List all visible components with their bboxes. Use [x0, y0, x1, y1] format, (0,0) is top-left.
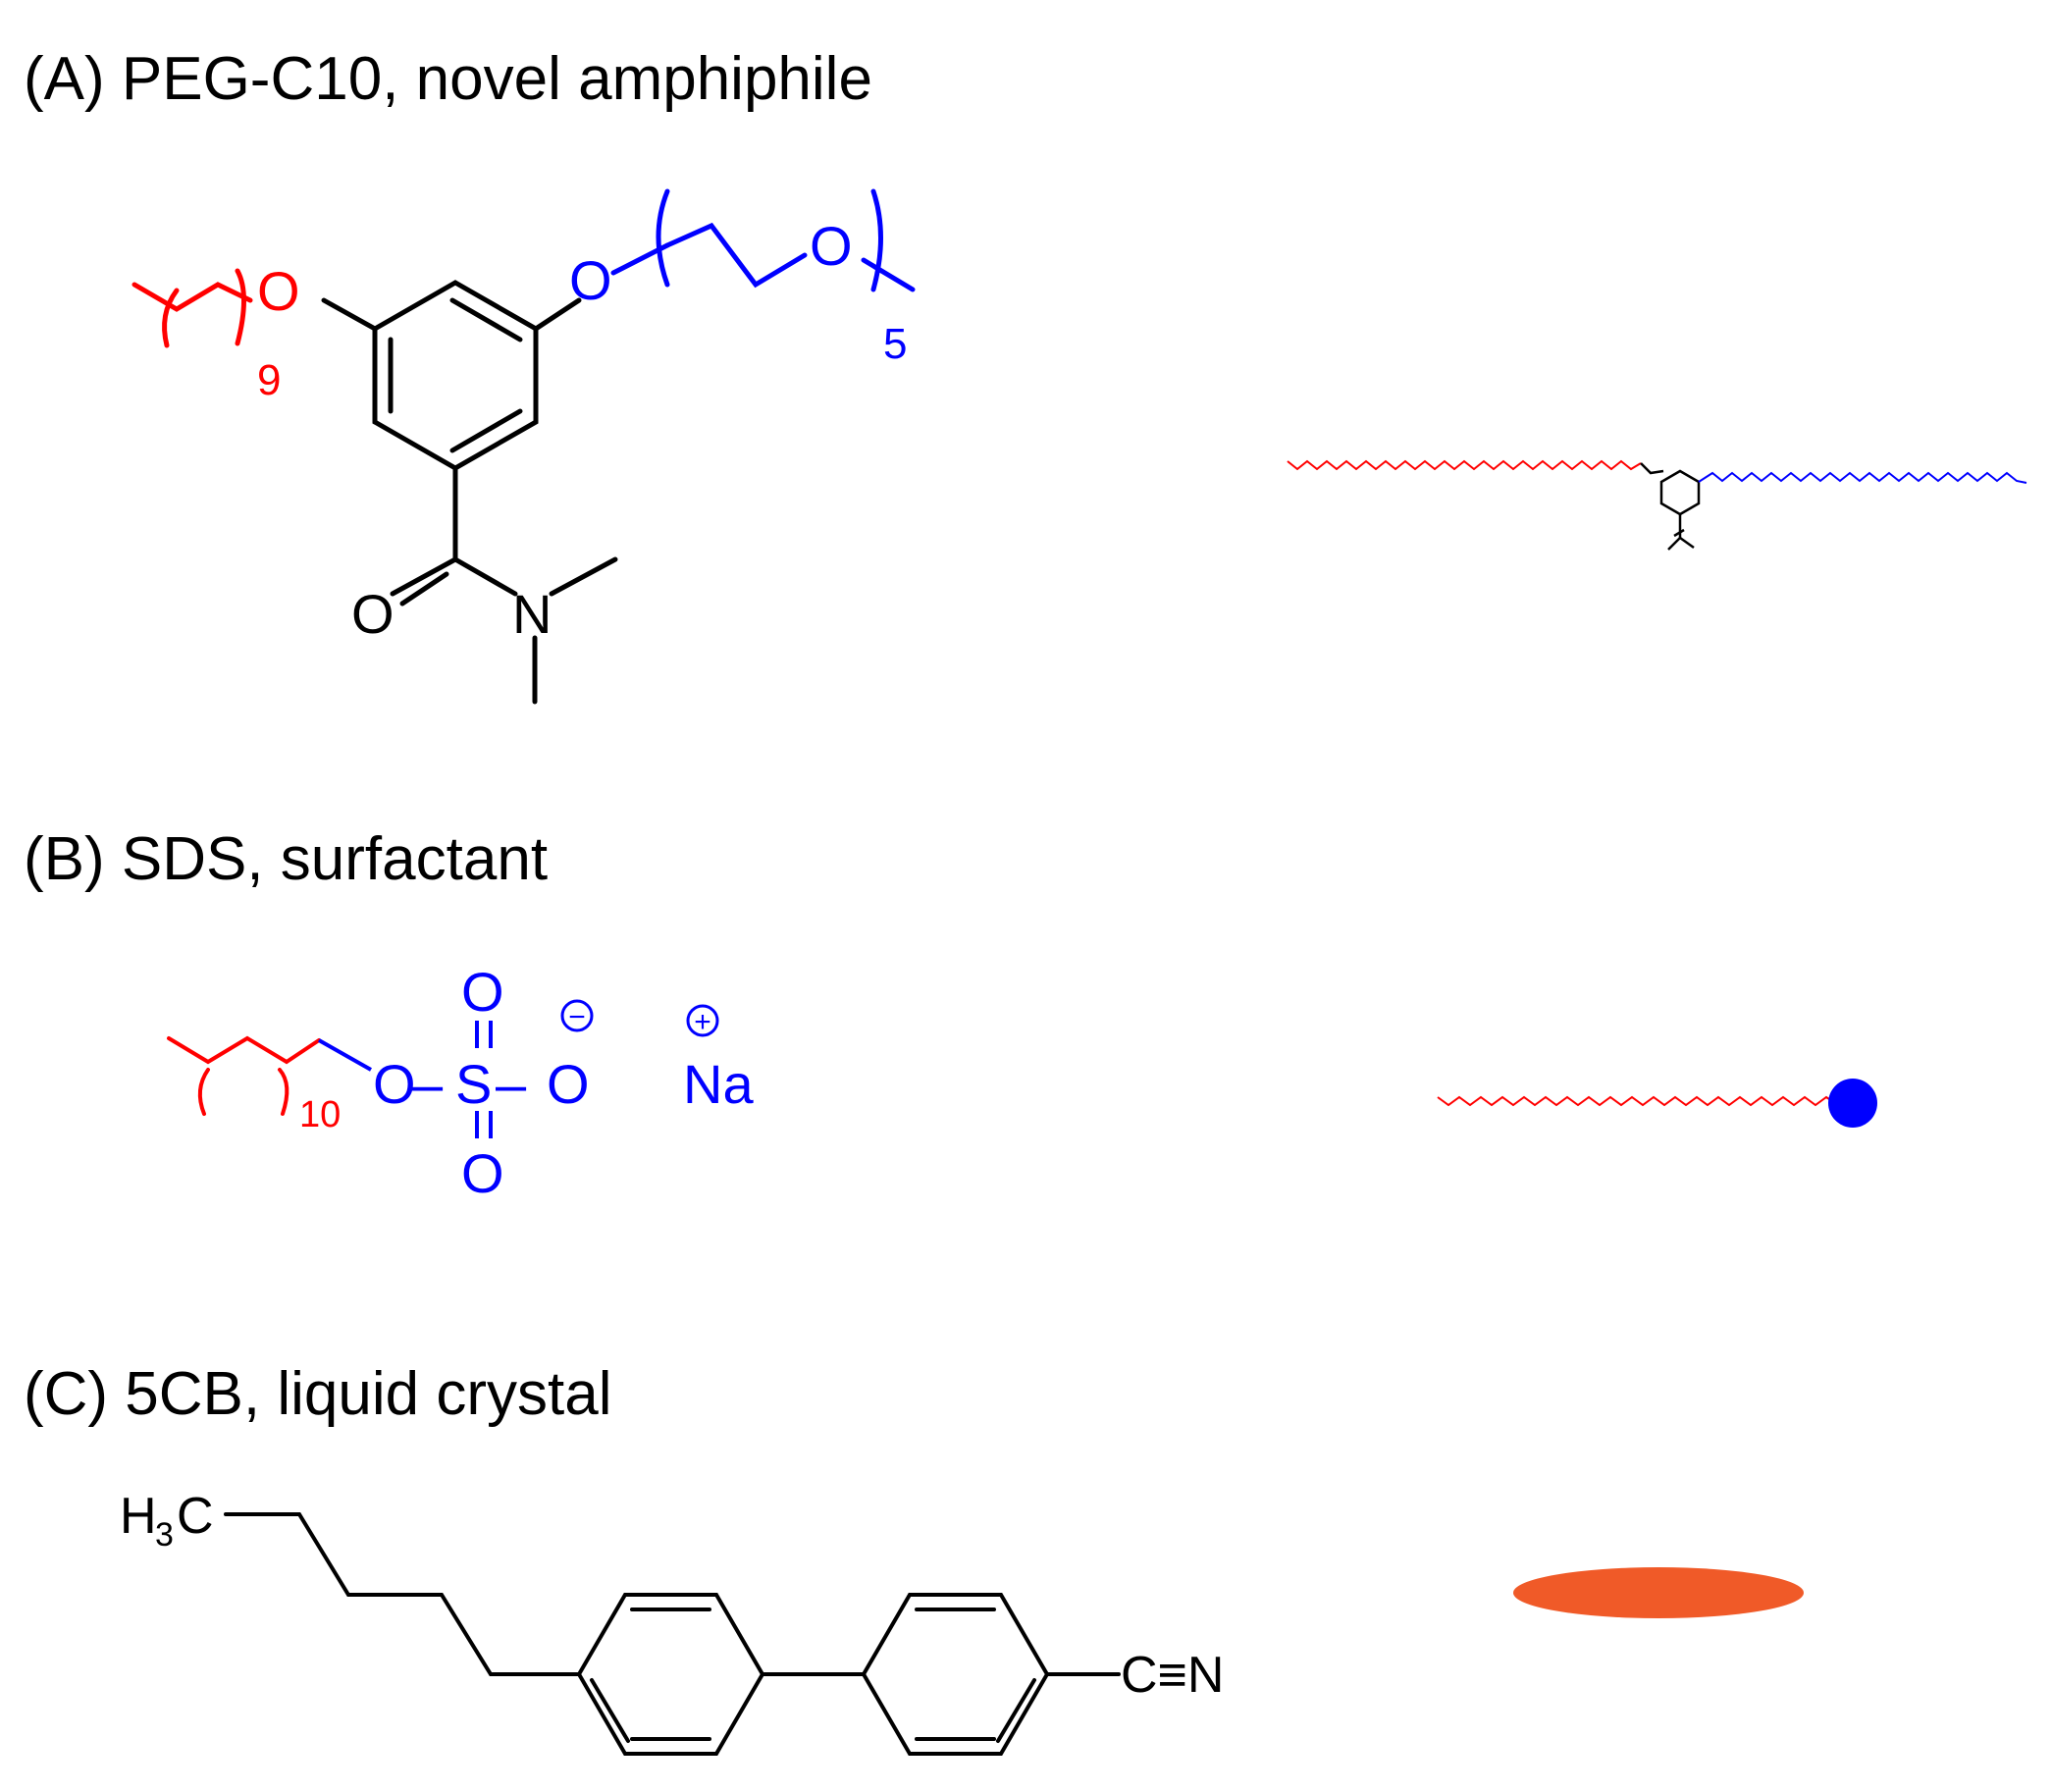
5cb-structure: H 3 C C≡N: [120, 1488, 1224, 1756]
o-peg-label: O: [810, 215, 853, 277]
5cb-cartoon-rod: [1513, 1567, 1804, 1618]
cartoon-ring: [1640, 462, 1701, 551]
sds-cartoon: [1437, 1079, 1877, 1128]
cartoon-blue-tail: [1698, 471, 2027, 484]
5cb-skeleton: [224, 1512, 1121, 1756]
positive-charge-sign: +: [694, 1006, 711, 1038]
alkyl-tail-c9: [131, 268, 253, 348]
nitrile-label: C≡N: [1121, 1647, 1224, 1704]
h3c-subscript: 3: [155, 1516, 174, 1554]
sds-top-o: O: [461, 961, 504, 1023]
negative-charge-sign: −: [568, 1001, 586, 1033]
sodium-label: Na: [683, 1053, 754, 1115]
cartoon-red-tail: [1287, 459, 1642, 471]
sds-cartoon-head: [1828, 1079, 1877, 1128]
o-tail-label: O: [257, 260, 300, 322]
sds-double-bonds: [475, 1021, 493, 1138]
carbonyl-o-label: O: [351, 583, 394, 645]
sds-cartoon-tail: [1437, 1095, 1836, 1107]
h3c-h: H: [120, 1488, 157, 1545]
tail-repeat-subscript: 9: [257, 356, 281, 404]
panel-b-title: (B) SDS, surfactant: [24, 825, 549, 893]
sds-structure: 10 O – S – O O O Na − +: [167, 961, 754, 1204]
sds-ester-o: O: [373, 1053, 416, 1115]
panel-c-title: (C) 5CB, liquid crystal: [24, 1360, 612, 1428]
peg-c10-cartoon: [1287, 459, 2027, 551]
sds-red-tail: [167, 1035, 321, 1116]
benzamide-core: [321, 280, 618, 705]
sds-linker-bond: [318, 1038, 372, 1072]
sds-tail-subscript: 10: [299, 1094, 341, 1135]
sds-single-o: O: [547, 1053, 590, 1115]
sds-bottom-o: O: [461, 1142, 504, 1204]
h3c-c: C: [177, 1488, 214, 1545]
peg-chain: [610, 188, 916, 292]
positive-charge-icon: [686, 1004, 719, 1037]
negative-charge-icon: [560, 999, 594, 1032]
panel-a-title: (A) PEG-C10, novel amphiphile: [24, 45, 872, 113]
sds-dash-right: –: [496, 1053, 527, 1115]
peg-repeat-subscript: 5: [883, 320, 907, 368]
peg-c10-structure: O 9 O N O O 5: [131, 188, 916, 705]
o-head-label: O: [569, 249, 612, 311]
sds-dash-left: –: [412, 1053, 444, 1115]
sds-sulfur: S: [455, 1053, 492, 1115]
amide-n-label: N: [512, 583, 552, 645]
